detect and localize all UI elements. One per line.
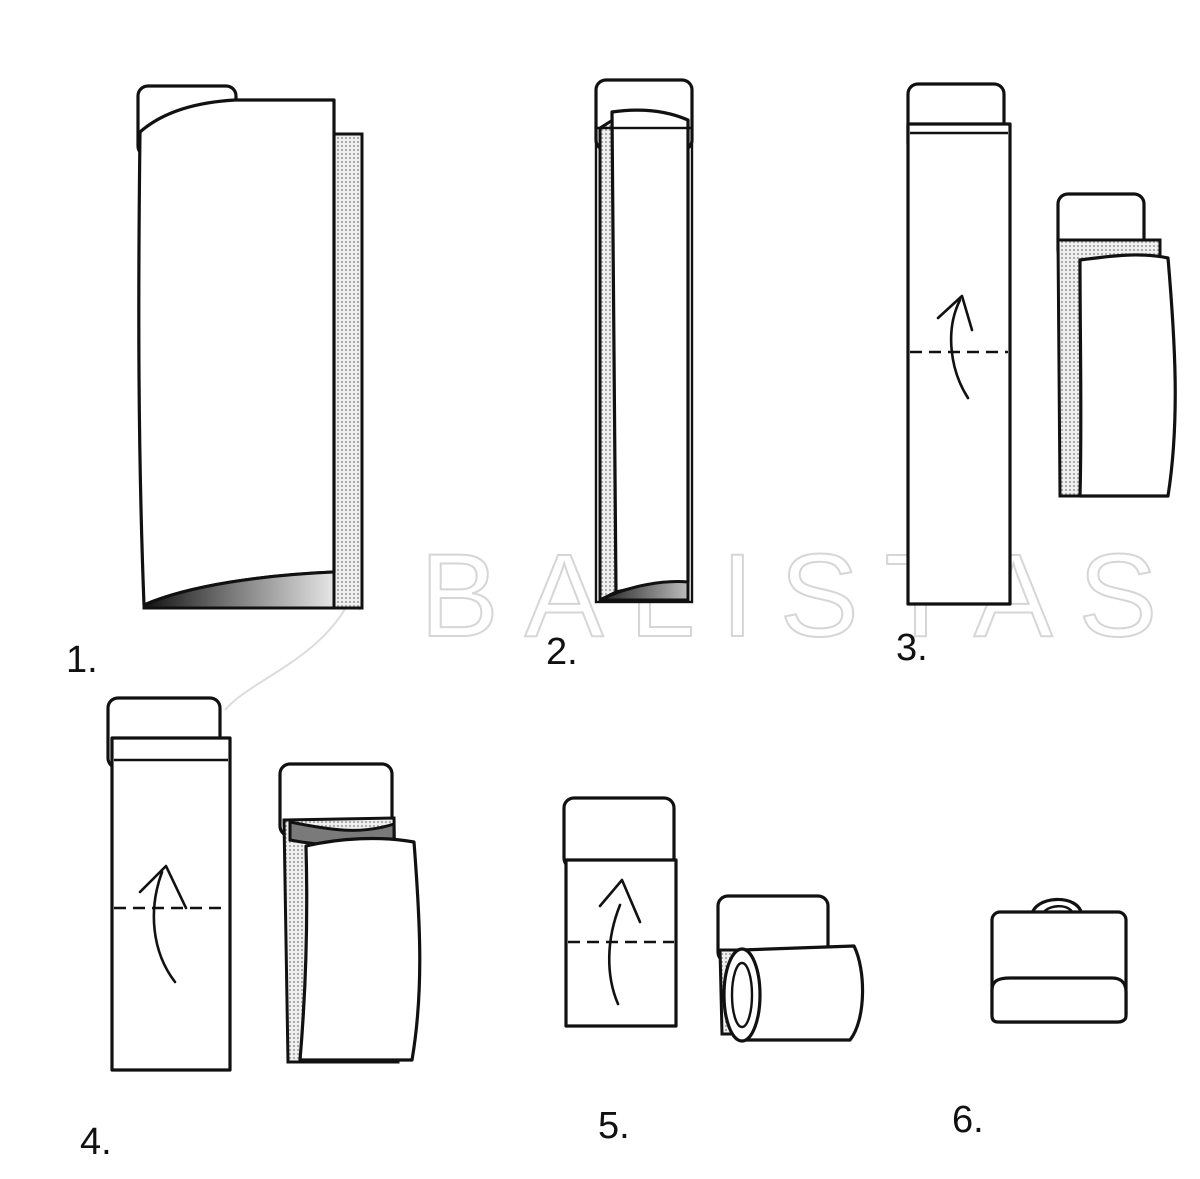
watermark: BALISTAS [224,469,1183,711]
step-3-label: 3. [896,627,928,669]
step-6-label: 6. [952,1099,984,1141]
step-2-label: 2. [546,631,578,673]
step-5-label: 5. [598,1105,630,1147]
step-6-figure [990,897,1128,1024]
step-1-figure [136,84,364,610]
step-2-figure [594,78,694,604]
step-1-label: 1. [66,639,98,681]
step-4-figure [106,696,422,1072]
step-4-label: 4. [80,1121,112,1163]
watermark-text: BALISTAS [420,530,1183,662]
step-3-figure [906,82,1177,606]
step-5-figure [562,796,865,1043]
